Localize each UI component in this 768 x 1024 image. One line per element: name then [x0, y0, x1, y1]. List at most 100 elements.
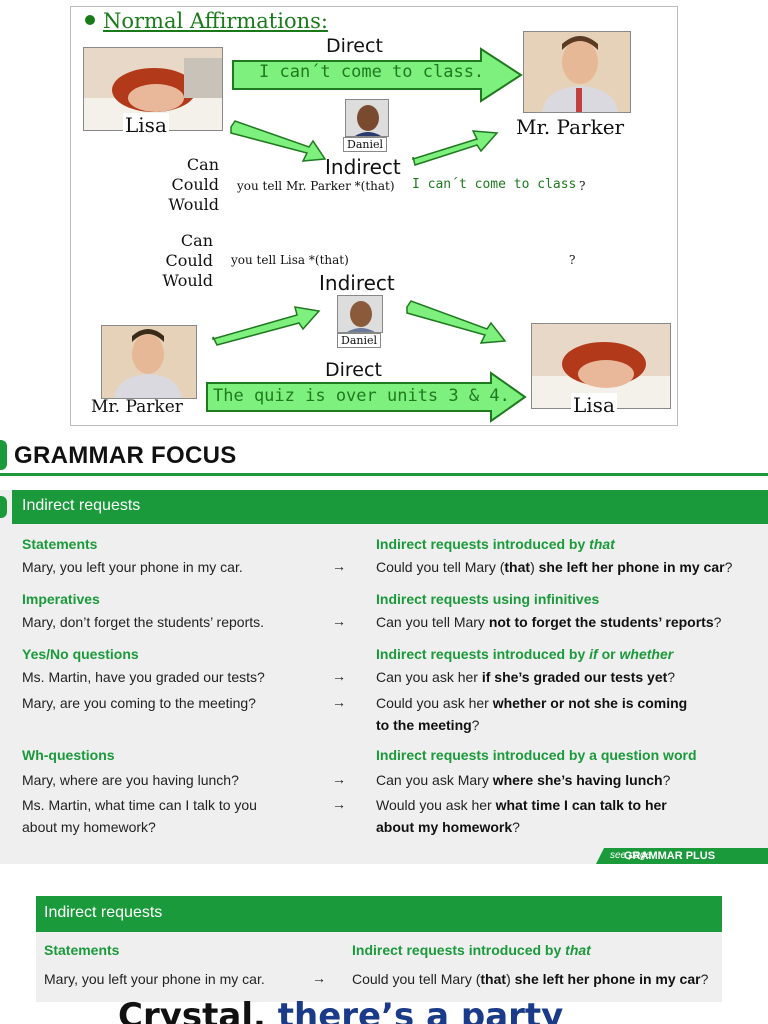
- modal-could-2: Could: [165, 251, 213, 270]
- t: ?: [700, 971, 709, 987]
- lisa-name-bottom: Lisa: [571, 393, 617, 417]
- i: if: [589, 646, 598, 662]
- head-statements: Statements: [22, 536, 98, 552]
- b: she left her phone in my car: [538, 559, 725, 575]
- head-introduced-by-that: Indirect requests introduced by that: [376, 536, 615, 552]
- arrow-icon: →: [332, 771, 346, 787]
- t: ?: [724, 559, 733, 575]
- slide-title: Normal Affirmations:: [85, 9, 328, 33]
- repeat-answer: Could you tell Mary (that) she left her …: [352, 968, 708, 990]
- qmark-2: ?: [569, 253, 576, 267]
- title-tab-marker: [0, 440, 7, 470]
- boy-icon: [346, 100, 388, 136]
- t: or: [597, 646, 620, 662]
- repeat-head-that: Indirect requests introduced by that: [352, 942, 591, 958]
- b: what time I can talk to her: [495, 797, 667, 813]
- i: that: [565, 942, 591, 958]
- t: ): [530, 559, 539, 575]
- head-if-or-whether: Indirect requests introduced by if or wh…: [376, 646, 673, 662]
- repeat-head-statements: Statements: [44, 942, 120, 958]
- modal-could-1: Could: [171, 175, 219, 194]
- modal-would-1: Would: [168, 195, 219, 214]
- arrow-icon: →: [312, 970, 326, 986]
- modals-group-2: Can Could Would: [153, 231, 213, 291]
- daniel-name-top: Daniel: [343, 137, 388, 152]
- panel-tab-marker: [0, 496, 7, 518]
- bottom-direct-label: Direct: [325, 359, 382, 381]
- b: where she’s having lunch: [492, 772, 663, 788]
- t: ?: [471, 717, 480, 733]
- example-wh-1: Mary, where are you having lunch?: [22, 772, 239, 788]
- arrow-icon: →: [332, 796, 346, 812]
- mr-parker-name-bottom: Mr. Parker: [91, 397, 183, 417]
- repeat-panel-title: Indirect requests: [44, 904, 163, 921]
- b: that: [504, 559, 531, 575]
- man-icon: [524, 32, 630, 112]
- affirmations-slide: Normal Affirmations: Lisa Direct I can´t…: [70, 6, 678, 426]
- t: Could you ask her: [376, 695, 493, 711]
- daniel-photo-bottom: [337, 295, 383, 333]
- grammar-plus-link[interactable]: GRAMMAR PLUS see page: [596, 848, 768, 864]
- b: whether or not she is coming: [492, 695, 688, 711]
- example-yes-no-2: Mary, are you coming to the meeting?: [22, 695, 256, 711]
- indirect-top-label: Indirect: [325, 155, 401, 179]
- repeat-panel-header: Indirect requests: [36, 896, 722, 932]
- phrase-2: you tell Lisa *(that): [231, 253, 349, 267]
- b: she left her phone in my car: [514, 971, 701, 987]
- b: to the meeting: [376, 717, 472, 733]
- t: Would you ask her: [376, 797, 496, 813]
- mr-parker-name-top: Mr. Parker: [516, 115, 625, 139]
- daniel-photo-top: [345, 99, 389, 137]
- t: see page: [610, 850, 652, 861]
- bottom-caption: Crystal, there’s a party: [118, 996, 563, 1024]
- answer-yes-no-1: Can you ask her if she’s graded our test…: [376, 666, 675, 688]
- head-question-word: Indirect requests introduced by a questi…: [376, 747, 697, 763]
- b: if she’s graded our tests yet: [481, 669, 668, 685]
- head-imperatives: Imperatives: [22, 591, 100, 607]
- slide-title-text: Normal Affirmations:: [103, 9, 328, 33]
- arrow-icon: →: [332, 613, 346, 629]
- panel-header-title: Indirect requests: [22, 497, 141, 514]
- indirect-bottom-label: Indirect: [319, 271, 395, 295]
- t: Can you tell Mary: [376, 614, 489, 630]
- top-direct-label: Direct: [326, 35, 383, 57]
- phrase-1-green: I can´t come to class: [412, 177, 577, 192]
- title-rule: [0, 473, 768, 476]
- arrow-parker-to-daniel: [212, 306, 321, 346]
- t: Indirect requests introduced by: [376, 646, 590, 662]
- t: ?: [662, 772, 671, 788]
- head-wh-questions: Wh-questions: [22, 747, 115, 763]
- t: Ms. Martin, what time can I talk to you: [22, 797, 257, 813]
- head-text: Indirect requests introduced by: [376, 536, 590, 552]
- mr-parker-photo-bottom: [101, 325, 197, 399]
- arrow-icon: →: [332, 694, 346, 710]
- answer-yes-no-2: Could you ask her whether or not she is …: [376, 692, 687, 736]
- t: Indirect requests introduced by: [352, 942, 566, 958]
- b: about my homework: [376, 819, 513, 835]
- bullet-icon: [85, 15, 95, 25]
- bottom-direct-arrow: [206, 371, 527, 423]
- b: that: [480, 971, 507, 987]
- mr-parker-photo-top: [523, 31, 631, 113]
- phrase-1: you tell Mr. Parker *(that): [237, 179, 395, 193]
- grammar-plus-label: GRAMMAR PLUS see page: [610, 849, 715, 862]
- modal-can-2: Can: [180, 231, 213, 250]
- t: Could you tell Mary (: [352, 971, 481, 987]
- modal-would-2: Would: [162, 271, 213, 290]
- boy-icon: [338, 296, 382, 332]
- modal-can-1: Can: [186, 155, 219, 174]
- indirect-requests-panel: Indirect requests Statements Indirect re…: [0, 490, 768, 864]
- repeat-example: Mary, you left your phone in my car.: [44, 971, 265, 987]
- head-italic: that: [589, 536, 615, 552]
- arrow-daniel-to-lisa: [406, 300, 507, 344]
- qmark-1: ?: [579, 179, 586, 193]
- answer-wh-2: Would you ask her what time I can talk t…: [376, 794, 667, 838]
- t: about my homework?: [22, 819, 156, 835]
- t: ): [506, 971, 515, 987]
- t: ?: [512, 819, 520, 835]
- man-icon: [102, 326, 196, 398]
- example-wh-2: Ms. Martin, what time can I talk to you a…: [22, 794, 257, 838]
- t: there’s a party: [277, 996, 564, 1024]
- arrow-icon: →: [332, 558, 346, 574]
- modals-group-1: Can Could Would: [159, 155, 219, 215]
